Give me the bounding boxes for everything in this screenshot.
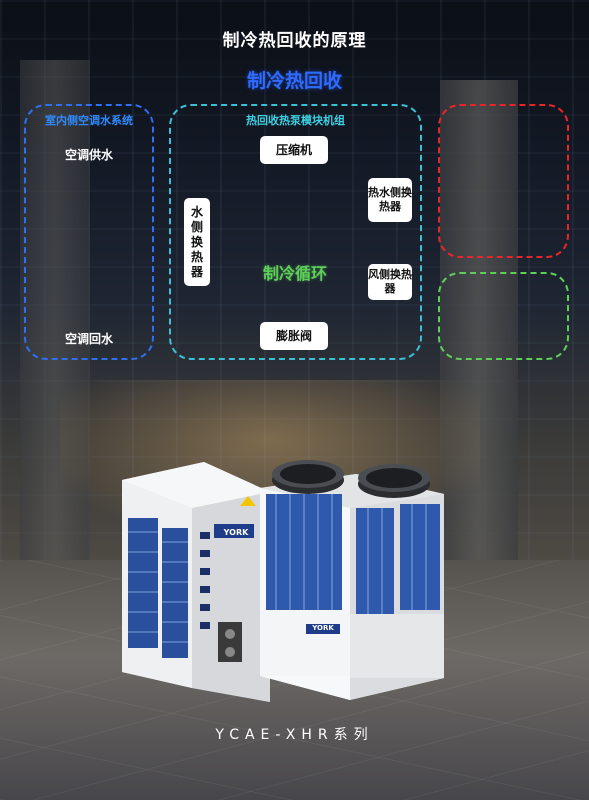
building-pillar-left: [20, 60, 90, 560]
indoor-system-box: [24, 104, 154, 360]
unit-label: 热回收热泵模块机组: [246, 114, 345, 127]
product-series-label: YCAE-XHR系列: [215, 727, 374, 743]
module-unit-right: [260, 460, 444, 700]
diagram-subtitle: 制冷热回收: [246, 70, 342, 92]
air-side-box: [438, 272, 569, 360]
compressor-chip: 压缩机: [260, 136, 328, 164]
building-pillar-right: [440, 80, 518, 560]
unit-box: [169, 104, 422, 360]
air-hx-chip: 风侧换热器: [368, 264, 412, 300]
hot-water-box: [438, 104, 569, 258]
hot-water-hx-chip: 热水侧换热器: [368, 178, 412, 222]
indoor-system-label: 室内侧空调水系统: [45, 114, 133, 127]
refrigeration-cycle-label: 制冷循环: [262, 264, 327, 283]
expansion-valve-chip: 膨胀阀: [260, 322, 328, 350]
water-hx-chip: 水侧换热器: [184, 198, 210, 286]
return-water-label: 空调回水: [64, 332, 113, 346]
page-title: 制冷热回收的原理: [222, 31, 367, 51]
supply-water-label: 空调供水: [64, 148, 113, 162]
module-unit-left: [122, 462, 270, 702]
york-logo-large: YORK: [312, 624, 334, 632]
york-logo-small: YORK: [223, 528, 249, 537]
